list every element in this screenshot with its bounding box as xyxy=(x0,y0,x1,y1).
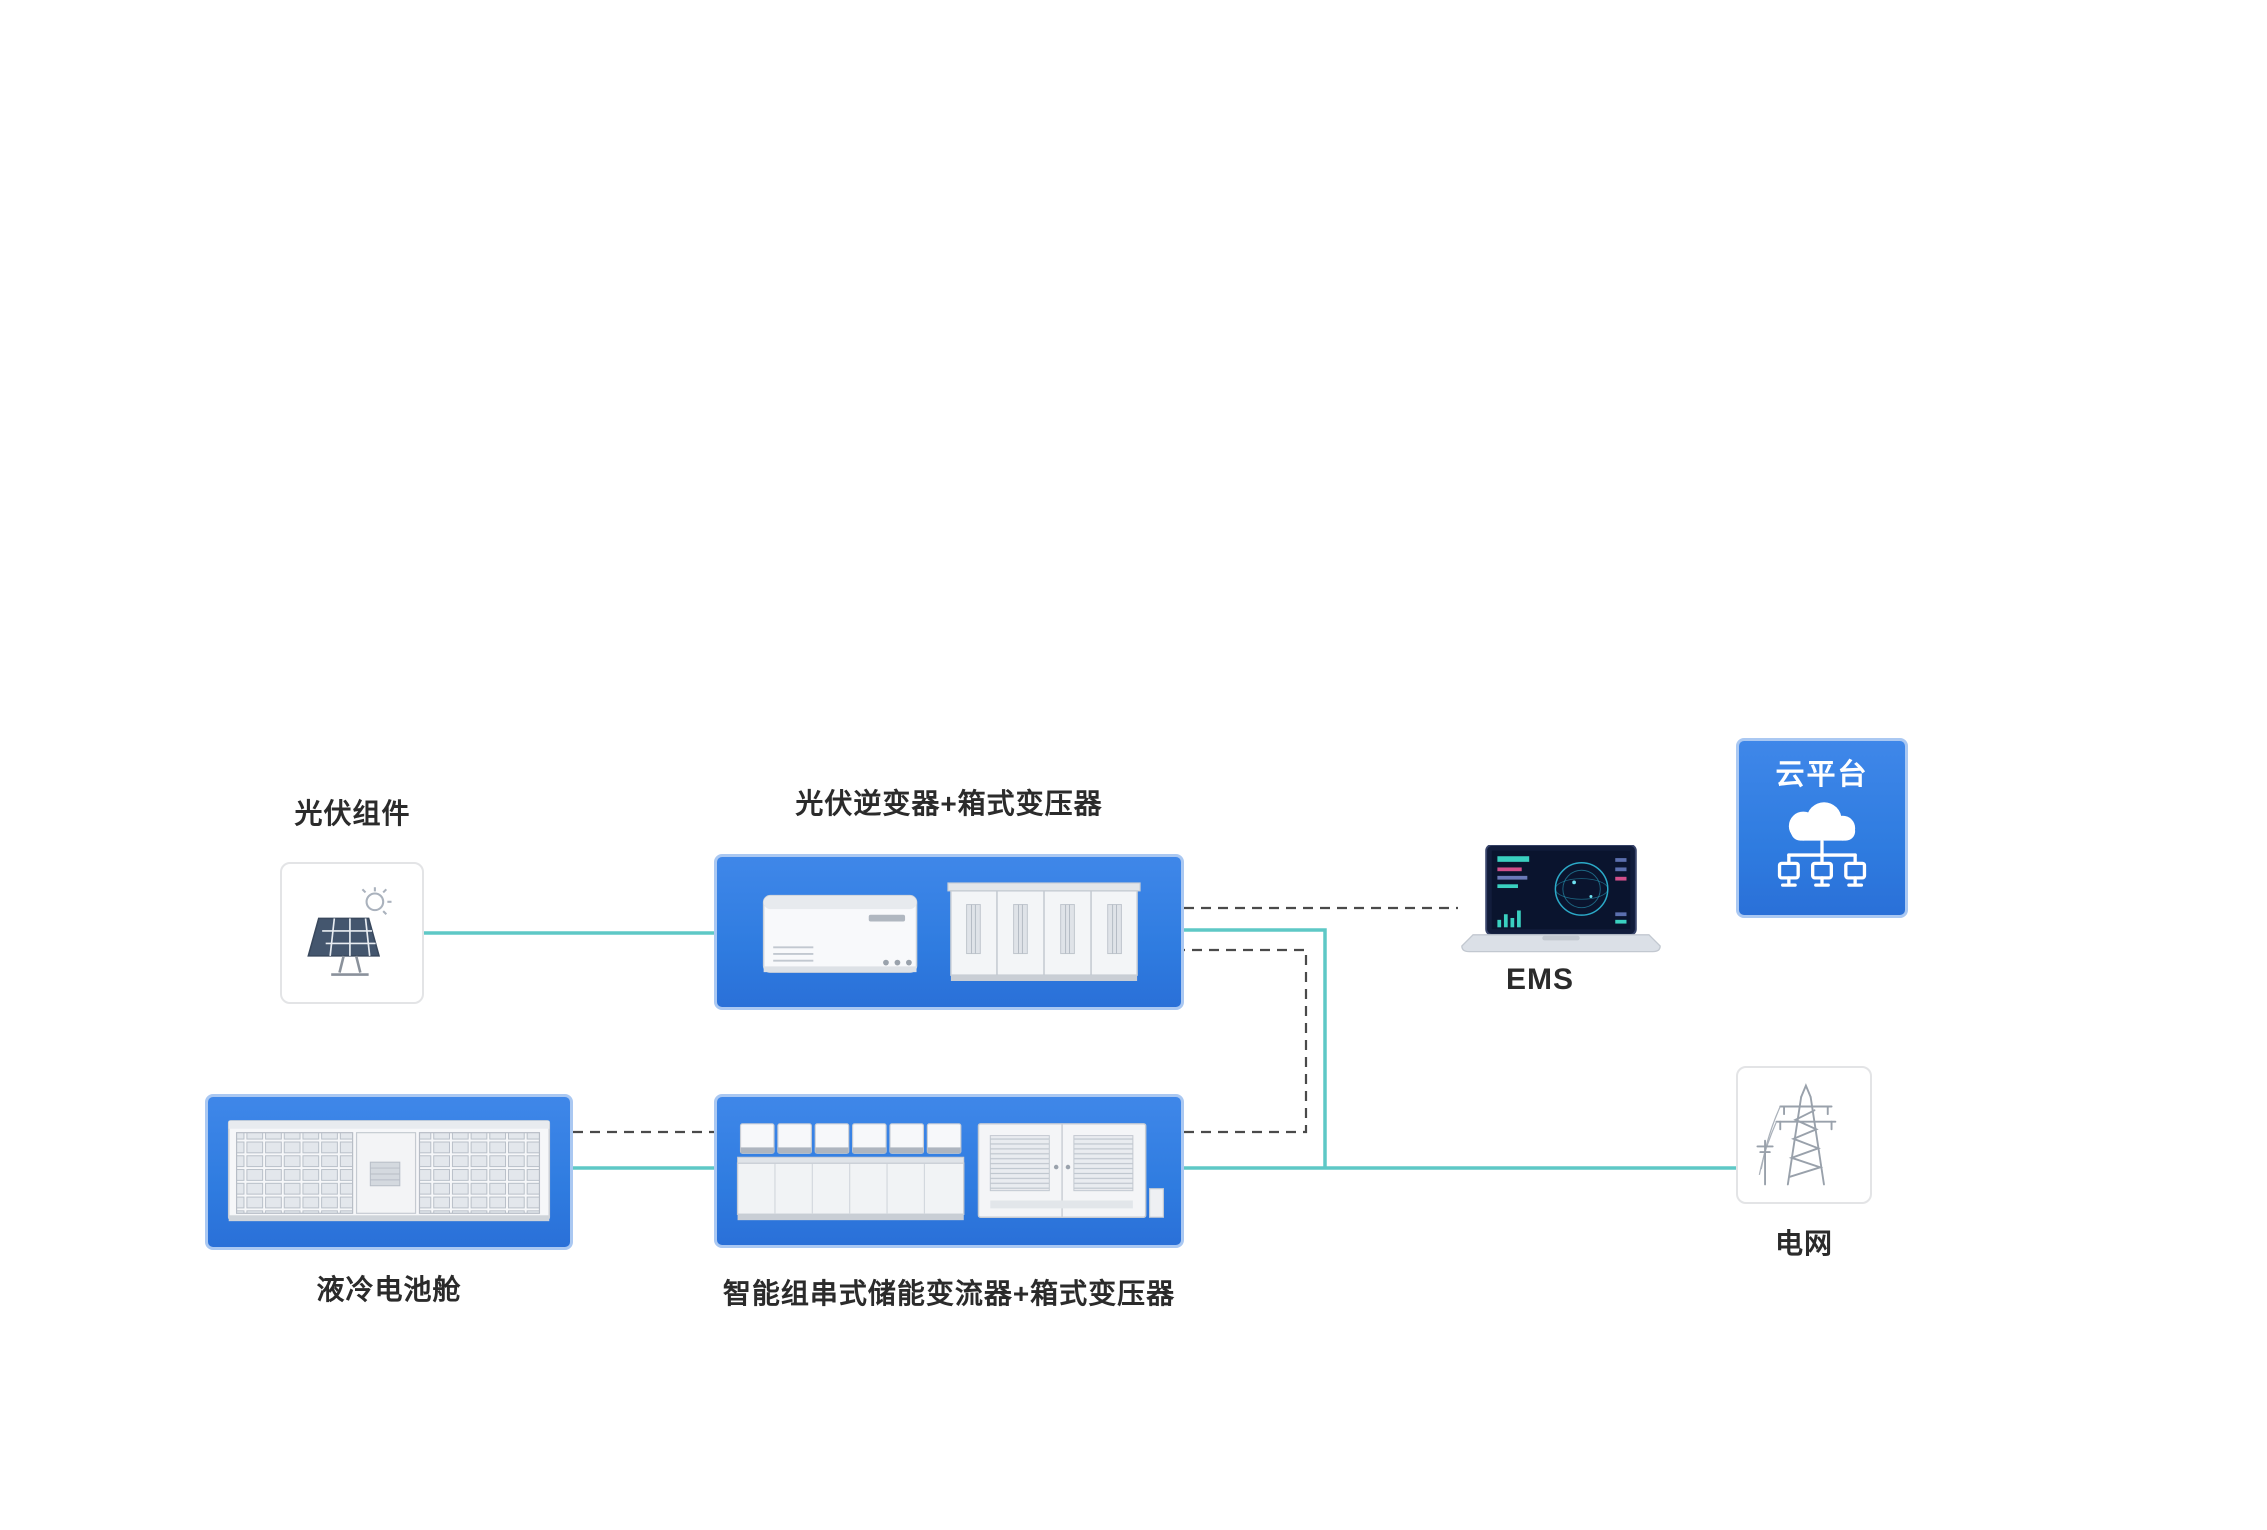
ems-node xyxy=(1455,845,1667,961)
transmission-tower-icon xyxy=(1756,1083,1837,1186)
pv-inverter-node xyxy=(714,854,1184,1010)
cloud-network-icon xyxy=(1777,802,1867,887)
inverter-icon xyxy=(762,894,918,973)
battery-node xyxy=(205,1094,573,1250)
battery-container-icon xyxy=(227,1120,551,1222)
cloud-label: 云平台 xyxy=(1775,759,1869,791)
storage-converter-icon xyxy=(736,1123,1164,1221)
grid-node xyxy=(1736,1066,1872,1204)
battery-label: 液冷电池舱 xyxy=(316,1274,462,1305)
line-inverter-to-bus xyxy=(1184,928,1327,1168)
box-transformer-icon xyxy=(947,882,1141,981)
solar-panel-icon xyxy=(307,887,392,976)
pv-modules-label: 光伏组件 xyxy=(294,798,411,829)
line-storage-to-inverter-comm xyxy=(1184,948,1308,1134)
pv-inverter-label: 光伏逆变器+箱式变压器 xyxy=(795,788,1103,819)
cloud-node: 云平台 xyxy=(1736,738,1908,918)
grid-label: 电网 xyxy=(1774,1228,1833,1259)
storage-label: 智能组串式储能变流器+箱式变压器 xyxy=(722,1278,1176,1309)
ems-label: EMS xyxy=(1505,963,1574,996)
storage-node xyxy=(714,1094,1184,1248)
ems-laptop-icon xyxy=(1461,845,1661,953)
pv-modules-node xyxy=(280,862,424,1004)
